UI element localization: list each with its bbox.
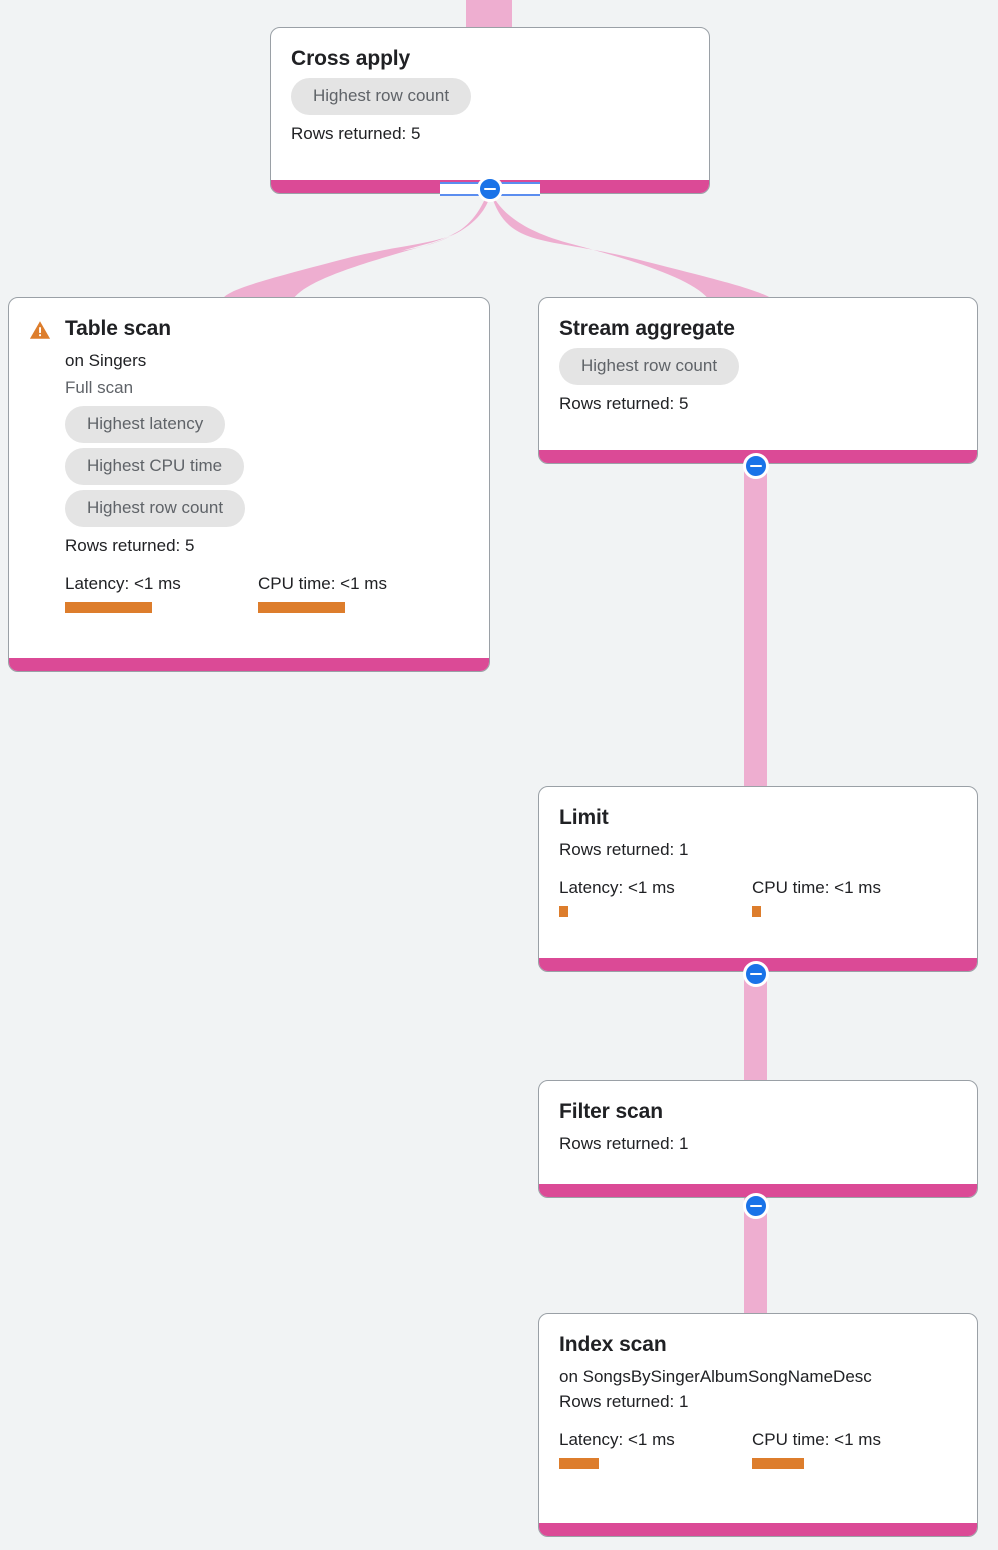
node-content: Filter scan Rows returned: 1 bbox=[539, 1081, 977, 1184]
metric-cpu-time-bar bbox=[752, 906, 761, 917]
metric-cpu-time: CPU time: <1 ms bbox=[258, 573, 451, 613]
metric-latency-bar bbox=[559, 906, 568, 917]
node-metrics: Latency: <1 ms CPU time: <1 ms bbox=[559, 877, 957, 917]
node-rows-returned: Rows returned: 1 bbox=[559, 1392, 689, 1411]
node-chips: Highest latency Highest CPU time Highest… bbox=[65, 406, 469, 527]
node-rows-returned: Rows returned: 5 bbox=[291, 124, 421, 143]
node-rows-returned: Rows returned: 1 bbox=[559, 840, 689, 859]
metric-latency: Latency: <1 ms bbox=[65, 573, 258, 613]
collapse-toggle-filter-scan[interactable] bbox=[743, 1193, 769, 1219]
node-scan-type: Full scan bbox=[65, 378, 134, 397]
metric-cpu-time: CPU time: <1 ms bbox=[752, 1429, 945, 1469]
node-subtitle: on SongsBySingerAlbumSongNameDesc bbox=[559, 1367, 872, 1386]
edge-cross-apply-to-stream-aggregate bbox=[491, 194, 778, 304]
node-title: Limit bbox=[559, 806, 609, 829]
node-header: Limit bbox=[559, 805, 957, 831]
node-rows-returned: Rows returned: 1 bbox=[559, 1134, 689, 1153]
plan-node-cross-apply[interactable]: Cross apply Highest row count Rows retur… bbox=[270, 27, 710, 194]
warning-triangle-icon bbox=[29, 319, 51, 341]
metric-latency-label: Latency: <1 ms bbox=[65, 574, 181, 593]
chip-highest-row-count: Highest row count bbox=[291, 78, 472, 115]
node-metrics: Latency: <1 ms CPU time: <1 ms bbox=[559, 1429, 957, 1469]
node-metrics: Latency: <1 ms CPU time: <1 ms bbox=[65, 573, 469, 613]
node-accent-bar bbox=[9, 658, 489, 671]
node-header: Table scan bbox=[29, 316, 469, 342]
plan-node-limit[interactable]: Limit Rows returned: 1 Latency: <1 ms CP… bbox=[538, 786, 978, 972]
node-header: Stream aggregate bbox=[559, 316, 957, 342]
edge-cross-apply-to-table-scan bbox=[222, 193, 488, 304]
edge-cross-apply-to-table-scan-band bbox=[222, 194, 490, 304]
metric-latency: Latency: <1 ms bbox=[559, 877, 752, 917]
edge-stream-aggregate-to-limit bbox=[744, 455, 767, 790]
metric-latency-label: Latency: <1 ms bbox=[559, 878, 675, 897]
metric-cpu-time-bar bbox=[752, 1458, 804, 1469]
node-chips: Highest row count bbox=[559, 348, 957, 385]
node-title: Stream aggregate bbox=[559, 317, 735, 340]
node-header: Index scan bbox=[559, 1332, 957, 1358]
node-title: Index scan bbox=[559, 1333, 667, 1356]
metric-latency-label: Latency: <1 ms bbox=[559, 1430, 675, 1449]
plan-node-table-scan[interactable]: Table scan on Singers Full scan Highest … bbox=[8, 297, 490, 672]
edge-root-to-cross-apply bbox=[466, 0, 512, 28]
metric-cpu-time-label: CPU time: <1 ms bbox=[752, 878, 881, 897]
plan-node-filter-scan[interactable]: Filter scan Rows returned: 1 bbox=[538, 1080, 978, 1198]
node-header: Filter scan bbox=[559, 1099, 957, 1125]
metric-cpu-time-label: CPU time: <1 ms bbox=[752, 1430, 881, 1449]
collapse-toggle-limit[interactable] bbox=[743, 961, 769, 987]
chip-highest-row-count: Highest row count bbox=[559, 348, 740, 385]
metric-cpu-time-label: CPU time: <1 ms bbox=[258, 574, 387, 593]
chip-highest-row-count: Highest row count bbox=[65, 490, 246, 527]
node-title: Table scan bbox=[65, 317, 171, 340]
node-content: Cross apply Highest row count Rows retur… bbox=[271, 28, 709, 180]
node-chips: Highest row count bbox=[291, 78, 689, 115]
node-content: Stream aggregate Highest row count Rows … bbox=[539, 298, 977, 450]
node-title: Cross apply bbox=[291, 47, 411, 70]
node-content: Table scan on Singers Full scan Highest … bbox=[9, 298, 489, 658]
collapse-toggle-cross-apply[interactable] bbox=[477, 176, 503, 202]
metric-latency-bar bbox=[559, 1458, 599, 1469]
node-title: Filter scan bbox=[559, 1100, 663, 1123]
node-subtitle: on Singers bbox=[65, 351, 147, 370]
plan-node-stream-aggregate[interactable]: Stream aggregate Highest row count Rows … bbox=[538, 297, 978, 464]
node-accent-bar bbox=[539, 1184, 977, 1197]
metric-cpu-time: CPU time: <1 ms bbox=[752, 877, 945, 917]
node-rows-returned: Rows returned: 5 bbox=[65, 536, 195, 555]
plan-node-index-scan[interactable]: Index scan on SongsBySingerAlbumSongName… bbox=[538, 1313, 978, 1537]
node-header: Cross apply bbox=[291, 46, 689, 72]
metric-latency-bar bbox=[65, 602, 152, 613]
chip-highest-cpu-time: Highest CPU time bbox=[65, 448, 245, 485]
node-accent-bar bbox=[539, 1523, 977, 1536]
chip-highest-latency: Highest latency bbox=[65, 406, 226, 443]
metric-latency: Latency: <1 ms bbox=[559, 1429, 752, 1469]
metric-cpu-time-bar bbox=[258, 602, 345, 613]
node-content: Limit Rows returned: 1 Latency: <1 ms CP… bbox=[539, 787, 977, 958]
collapse-toggle-stream-aggregate[interactable] bbox=[743, 453, 769, 479]
node-content: Index scan on SongsBySingerAlbumSongName… bbox=[539, 1314, 977, 1523]
node-rows-returned: Rows returned: 5 bbox=[559, 394, 689, 413]
